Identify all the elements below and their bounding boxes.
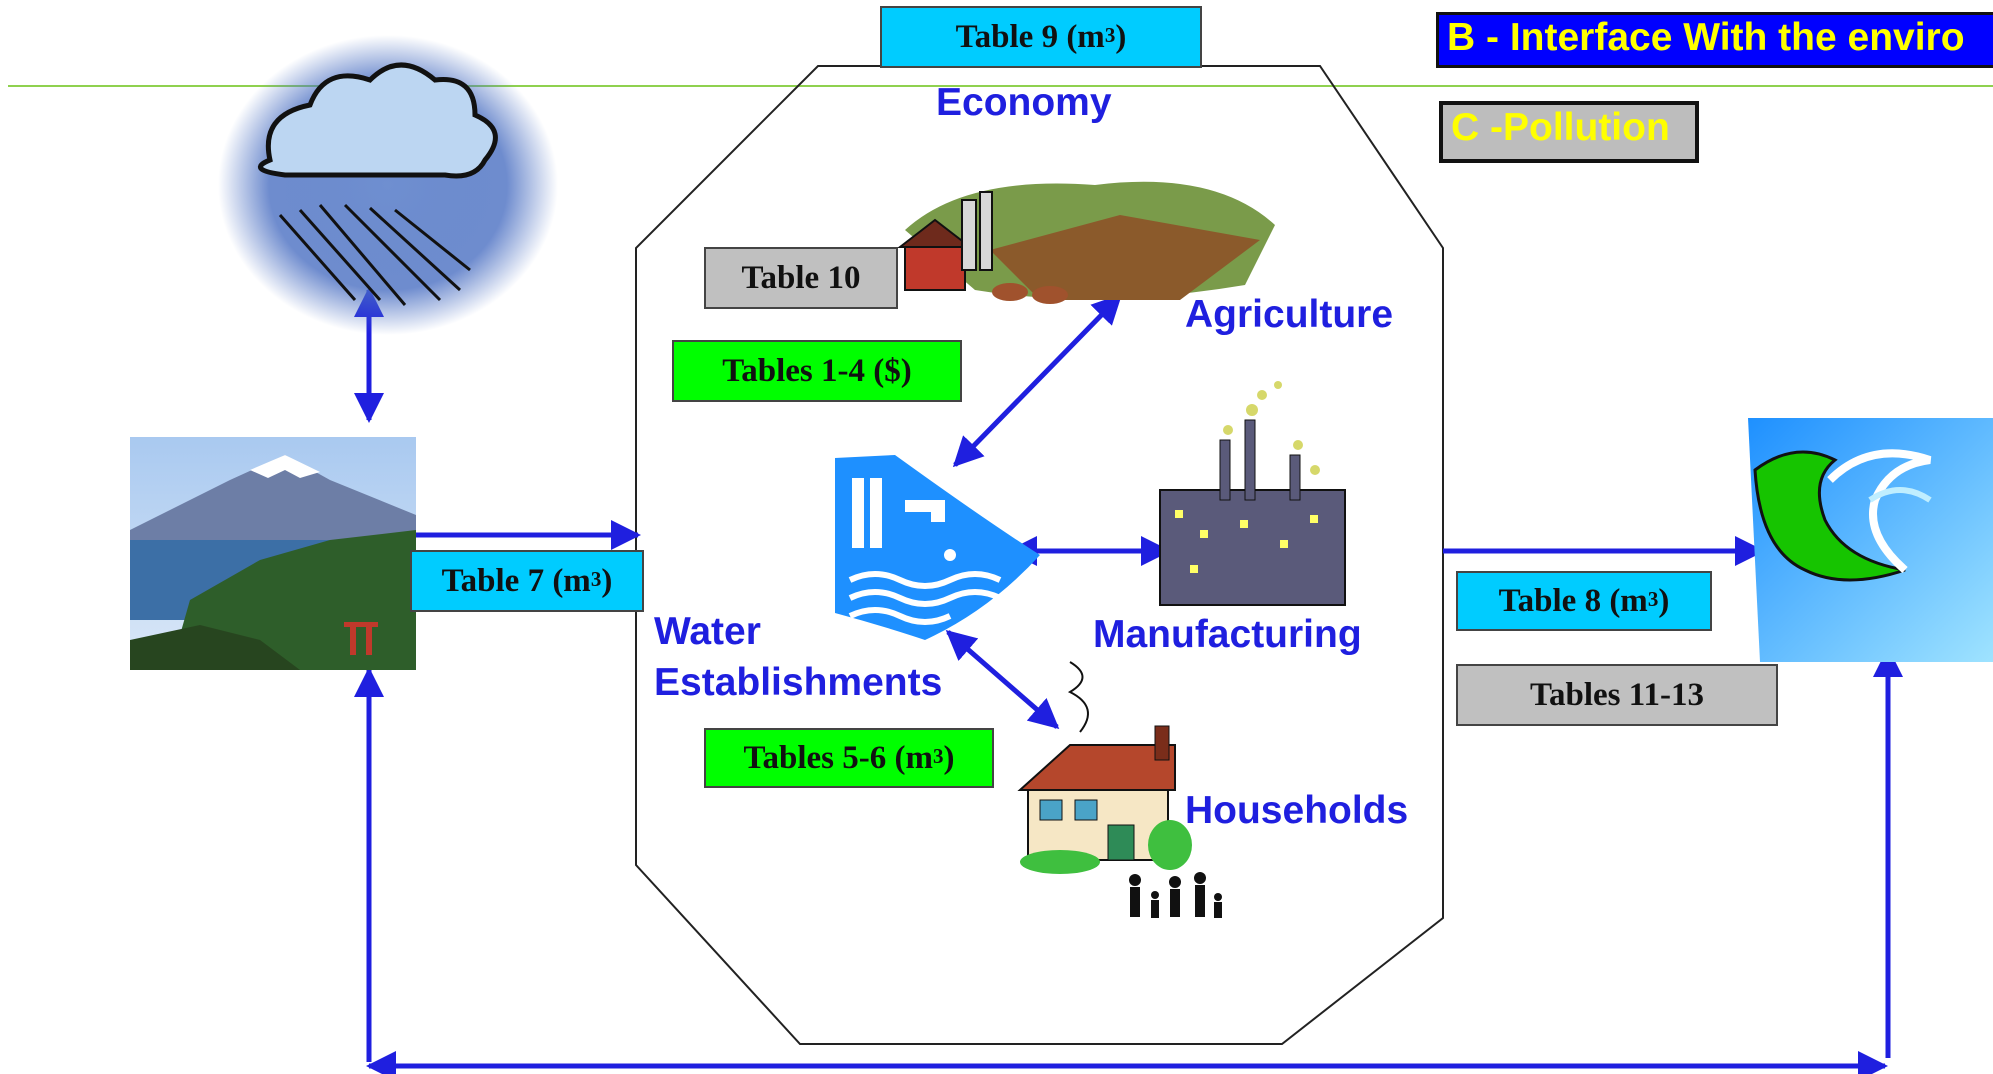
tables-11-13-box: Tables 11-13 <box>1456 664 1778 726</box>
banner-b-interface: B - Interface With the enviro <box>1436 12 1993 68</box>
arrow-water-agriculture <box>952 293 1123 468</box>
tables-5-6-close: ) <box>943 739 955 776</box>
tables-5-6-text: Tables 5-6 (m <box>743 739 933 776</box>
tables-1-4-text: Tables 1-4 ($) <box>722 352 912 389</box>
water-establishments-label-line1: Water <box>654 610 761 653</box>
arrow-water-households <box>945 630 1060 729</box>
table-8-sup: 3 <box>1647 586 1659 611</box>
households-label: Households <box>1185 789 1409 832</box>
factory-icon <box>1159 381 1346 606</box>
table-9-sup: 3 <box>1104 22 1116 47</box>
water-establishments-label-line2: Establishments <box>654 661 943 704</box>
table-9-close: ) <box>1115 18 1127 55</box>
tables-1-4-box: Tables 1-4 ($) <box>672 340 962 402</box>
rain-cloud-icon <box>218 35 558 335</box>
ocean-wave-icon <box>1748 418 1993 662</box>
table-10-box: Table 10 <box>704 247 898 309</box>
table-9-text: Table 9 (m <box>955 18 1105 55</box>
table-7-text: Table 7 (m <box>441 562 591 599</box>
table-8-text: Table 8 (m <box>1498 582 1648 619</box>
table-7-sup: 3 <box>590 566 602 591</box>
table-7-close: ) <box>601 562 613 599</box>
house-family-icon <box>1017 661 1222 918</box>
tables-5-6-sup: 3 <box>932 743 944 768</box>
economy-label: Economy <box>936 81 1112 124</box>
manufacturing-label: Manufacturing <box>1093 613 1362 656</box>
mountain-lake-photo <box>130 437 416 670</box>
farm-icon <box>897 181 1275 304</box>
tables-11-13-text: Tables 11-13 <box>1530 676 1704 713</box>
agriculture-label: Agriculture <box>1185 293 1394 336</box>
economy-boundary <box>635 65 1444 1045</box>
table-8-close: ) <box>1658 582 1670 619</box>
banner-c-pollution: C -Pollution <box>1439 101 1699 163</box>
water-utility-icon <box>835 455 1040 640</box>
table-10-text: Table 10 <box>741 259 861 296</box>
